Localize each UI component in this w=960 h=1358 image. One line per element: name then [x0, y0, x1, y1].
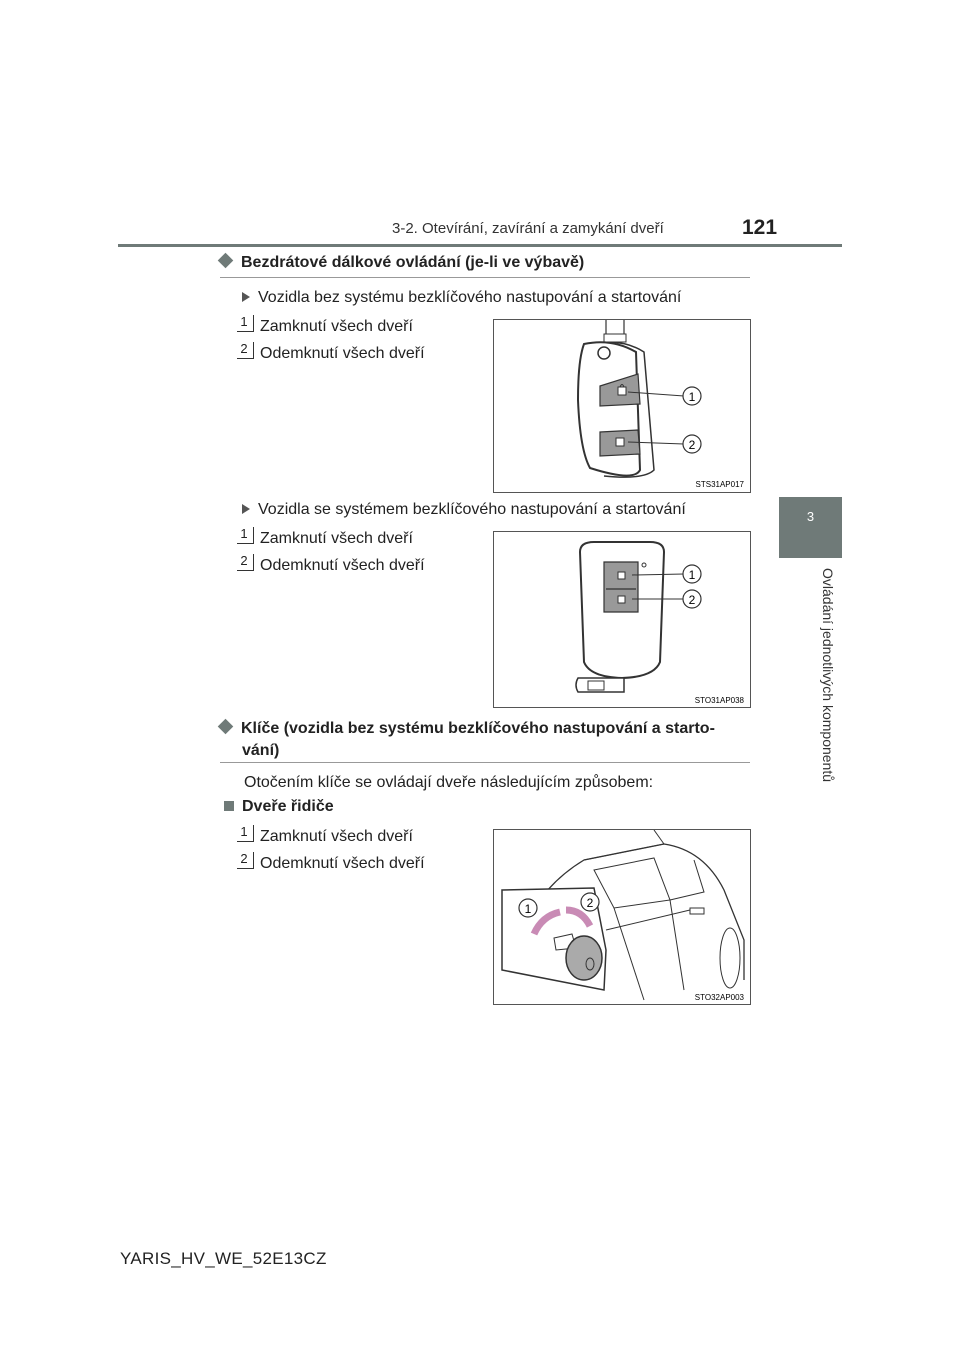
fig-b-callout-2: 2: [689, 593, 696, 607]
list-number-1: 1: [237, 527, 254, 544]
sub-b-title-text: Vozidla se systémem bezklíčového nastupo…: [258, 501, 686, 518]
figure-remote-smart: 1 2 STO31AP038: [493, 531, 751, 708]
remote-key-illustration: 1 2 STS31AP017: [576, 320, 745, 489]
chapter-tab: 3: [779, 497, 842, 558]
fig-a-code: STS31AP017: [696, 480, 745, 489]
section2-subheading-text: Dveře řidiče: [242, 798, 334, 815]
triangle-bullet-icon: [242, 504, 250, 514]
sub-b-item2: Odemknutí všech dveří: [260, 557, 425, 574]
section2-subheading: Dveře řidiče: [224, 798, 334, 816]
fig-c-code: STO32AP003: [695, 993, 745, 1002]
sub-a-title-text: Vozidla bez systému bezklíčového nastupo…: [258, 289, 682, 306]
section2-item1: Zamknutí všech dveří: [260, 828, 413, 845]
chapter-title: Ovládání jednotlivých komponentů: [820, 568, 836, 783]
section1-heading-text: Bezdrátové dálkové ovládání (je-li ve vý…: [241, 254, 585, 271]
header-rule: [118, 244, 842, 247]
fig-c-callout-1: 1: [525, 902, 532, 916]
diamond-bullet-icon: [217, 718, 234, 735]
fig-a-callout-2: 2: [689, 438, 696, 452]
sub-a-title: Vozidla bez systému bezklíčového nastupo…: [242, 289, 681, 307]
smart-key-illustration: 1 2 STO31AP038: [575, 541, 745, 705]
fig-b-callout-1: 1: [689, 568, 696, 582]
list-number-1: 1: [237, 315, 254, 332]
fig-b-code: STO31AP038: [695, 696, 745, 705]
section2-heading-line2: vání): [242, 742, 280, 759]
chapter-number: 3: [806, 509, 815, 524]
section2-intro: Otočením klíče se ovládají dveře následu…: [244, 774, 654, 791]
section2-item2: Odemknutí všech dveří: [260, 855, 425, 872]
fig-a-callout-1: 1: [689, 390, 696, 404]
section2-rule: [220, 762, 750, 763]
figure-driver-door-key: 1 2 STO32AP003: [493, 829, 751, 1005]
section-title: 3-2. Otevírání, zavírání a zamykání dveř…: [392, 220, 664, 237]
list-number-2: 2: [237, 342, 254, 359]
page-number: 121: [742, 216, 778, 239]
square-bullet-icon: [224, 801, 234, 811]
diamond-bullet-icon: [217, 252, 234, 269]
document-code: YARIS_HV_WE_52E13CZ: [120, 1249, 327, 1268]
section1-rule: [220, 277, 750, 278]
section1-heading: Bezdrátové dálkové ovládání (je-li ve vý…: [217, 252, 585, 272]
list-number-2: 2: [237, 554, 254, 571]
figure-remote-no-smart: 1 2 STS31AP017: [493, 319, 751, 493]
section2-heading-line1: Klíče (vozidla bez systému bezklíčového …: [241, 720, 715, 737]
sub-a-item1: Zamknutí všech dveří: [260, 318, 413, 335]
sub-a-item2: Odemknutí všech dveří: [260, 345, 425, 362]
list-number-1: 1: [237, 825, 254, 842]
car-door-key-illustration: 1 2 STO32AP003: [501, 830, 745, 1002]
triangle-bullet-icon: [242, 292, 250, 302]
sub-b-title: Vozidla se systémem bezklíčového nastupo…: [242, 501, 686, 519]
list-number-2: 2: [237, 852, 254, 869]
section2-heading: Klíče (vozidla bez systému bezklíčového …: [217, 718, 750, 762]
fig-c-callout-2: 2: [587, 896, 594, 910]
sub-b-item1: Zamknutí všech dveří: [260, 530, 413, 547]
